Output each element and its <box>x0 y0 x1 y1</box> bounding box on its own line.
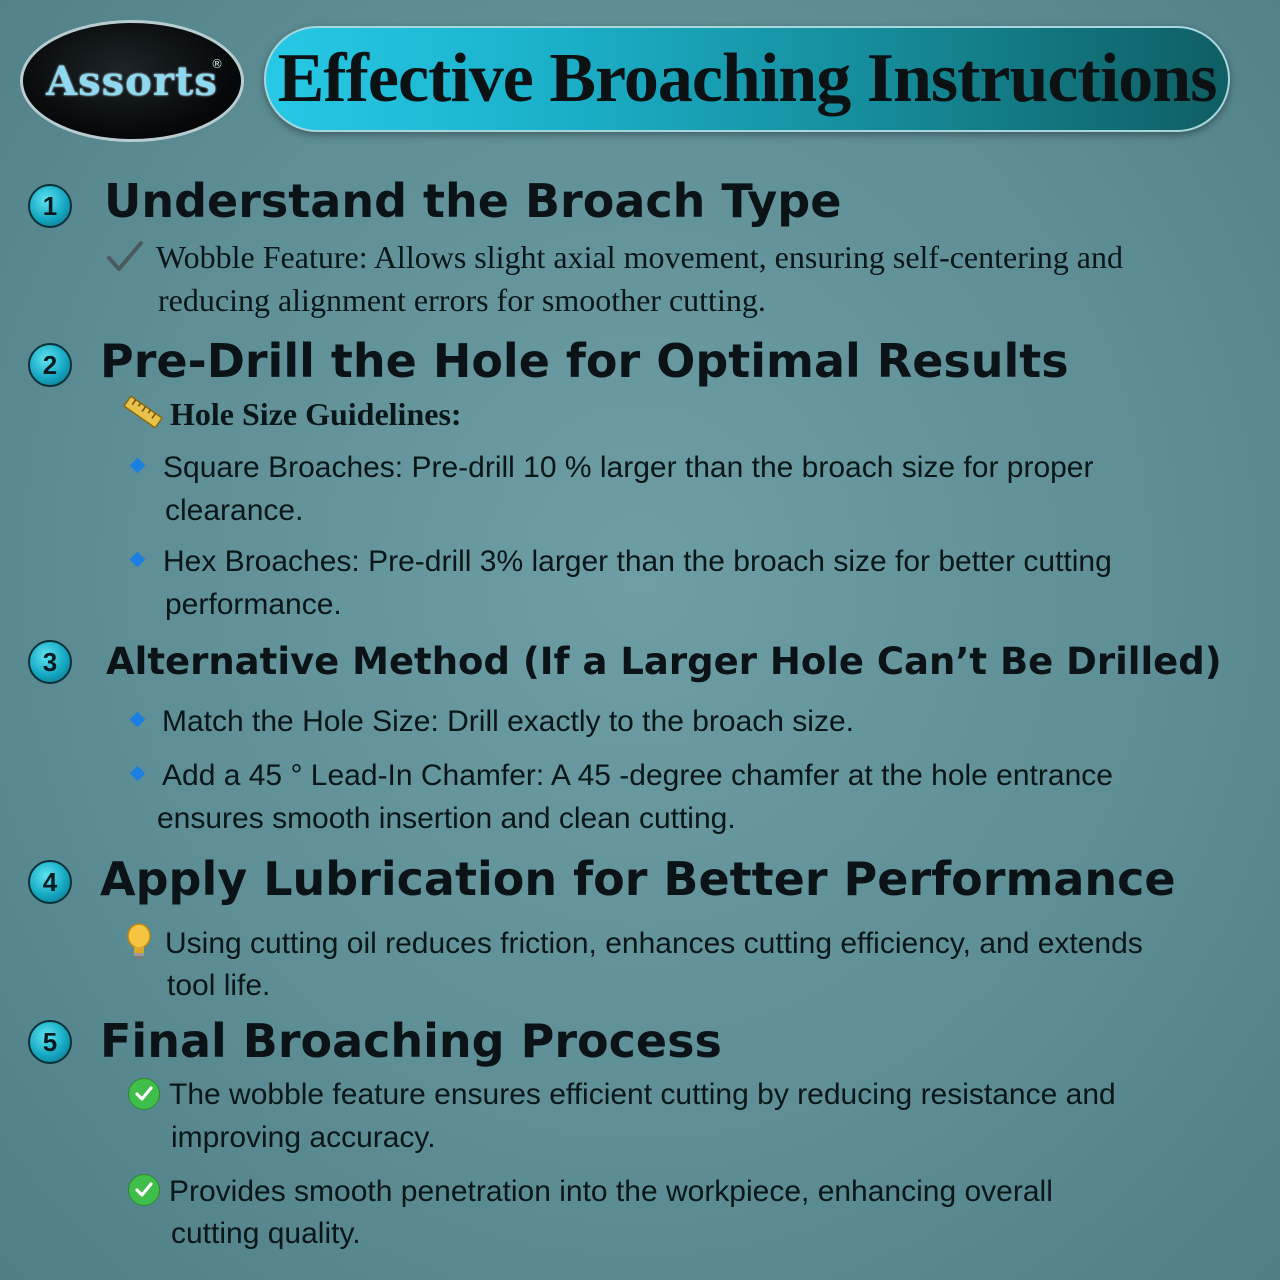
step-number-1: 1 <box>28 184 72 228</box>
section-5-item-2-line-2: cutting quality. <box>171 1217 361 1250</box>
section-3-item-2-line-2: ensures smooth insertion and clean cutti… <box>157 802 736 835</box>
diamond-bullet-icon <box>129 711 146 728</box>
section-2-item-1-line-2: clearance. <box>165 494 304 527</box>
section-1-heading: Understand the Broach Type <box>104 174 842 228</box>
registered-mark: ® <box>211 57 223 71</box>
step-number-3: 3 <box>28 640 72 684</box>
diamond-bullet-icon <box>129 765 146 782</box>
section-2-item-1-line-1: Square Broaches: Pre-drill 10 % larger t… <box>163 451 1094 484</box>
section-4-item-1-line-1: Using cutting oil reduces friction, enha… <box>165 927 1143 960</box>
section-5-heading: Final Broaching Process <box>100 1014 722 1068</box>
step-number-4: 4 <box>28 860 72 904</box>
section-5-item-1-line-2: improving accuracy. <box>171 1121 436 1154</box>
section-2-item-2-line-1: Hex Broaches: Pre-drill 3% larger than t… <box>163 545 1112 578</box>
page-title: Effective Broaching Instructions <box>277 40 1218 117</box>
brand-logo: Assorts ® <box>20 20 244 142</box>
section-3-item-2-line-1: Add a 45 ° Lead-In Chamfer: A 45 -degree… <box>162 759 1113 792</box>
section-3-heading: Alternative Method (If a Larger Hole Can… <box>106 640 1222 683</box>
ruler-icon <box>123 395 163 429</box>
logo-text: Assorts <box>46 57 218 105</box>
light-bulb-icon <box>127 923 151 959</box>
section-1-item-1-line-1: Wobble Feature: Allows slight axial move… <box>156 239 1123 275</box>
section-3-item-1-line-1: Match the Hole Size: Drill exactly to th… <box>162 705 854 738</box>
diamond-bullet-icon <box>129 457 146 474</box>
green-check-icon <box>128 1078 160 1110</box>
section-5-item-2-line-1: Provides smooth penetration into the wor… <box>169 1175 1053 1208</box>
section-1-item-1-line-2: reducing alignment errors for smoother c… <box>158 282 766 318</box>
step-number-2: 2 <box>28 343 72 387</box>
diamond-bullet-icon <box>129 551 146 568</box>
section-2-item-2-line-2: performance. <box>165 588 342 621</box>
section-5-item-1-line-1: The wobble feature ensures efficient cut… <box>169 1078 1116 1111</box>
section-4-item-1-line-2: tool life. <box>167 969 271 1002</box>
check-mark-icon <box>107 241 143 271</box>
title-banner: Effective Broaching Instructions <box>264 26 1230 132</box>
section-4-heading: Apply Lubrication for Better Performance <box>100 852 1176 906</box>
step-number-5: 5 <box>28 1020 72 1064</box>
section-2-heading: Pre-Drill the Hole for Optimal Results <box>100 334 1069 388</box>
section-2-subheading: Hole Size Guidelines: <box>170 396 462 432</box>
green-check-icon <box>128 1174 160 1206</box>
